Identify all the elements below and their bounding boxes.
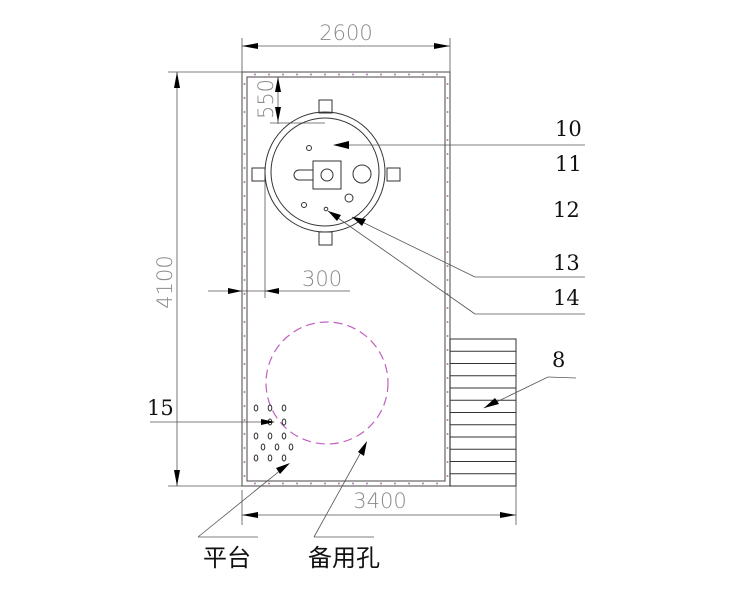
label-spare-hole: 备用孔	[308, 544, 380, 572]
callout-10: 10	[555, 117, 582, 141]
stair	[449, 338, 517, 487]
callout-leaders	[327, 141, 585, 315]
callout-8: 8	[552, 348, 565, 372]
dim-4100-text: 4100	[153, 255, 177, 308]
callout-8-leader	[483, 376, 577, 409]
dim-3400-text: 3400	[353, 489, 406, 513]
dimension-top-width: 2600	[241, 21, 451, 72]
dim-300-text: 300	[302, 267, 342, 291]
callout-12: 12	[553, 198, 580, 222]
dimension-side-offset: 300	[208, 267, 350, 294]
label-platform: 平台	[203, 544, 251, 572]
callout-13: 13	[553, 251, 580, 275]
dimension-top-offset: 550	[254, 77, 325, 124]
callout-11: 11	[555, 152, 582, 176]
callout-15: 15	[147, 396, 174, 420]
label-leaders	[197, 441, 374, 538]
spare-hole-circle	[265, 321, 389, 445]
dimension-bottom-width: 3400	[241, 486, 517, 525]
room-outline	[241, 71, 451, 487]
platform-holes	[253, 404, 294, 462]
callout-14: 14	[553, 286, 580, 310]
wall-dots	[243, 73, 449, 485]
dim-550-text: 550	[254, 79, 278, 119]
dimension-height: 4100	[153, 71, 242, 487]
dim-2600-text: 2600	[319, 21, 372, 45]
callout-15-leader	[150, 419, 275, 425]
circular-tank	[251, 99, 401, 246]
